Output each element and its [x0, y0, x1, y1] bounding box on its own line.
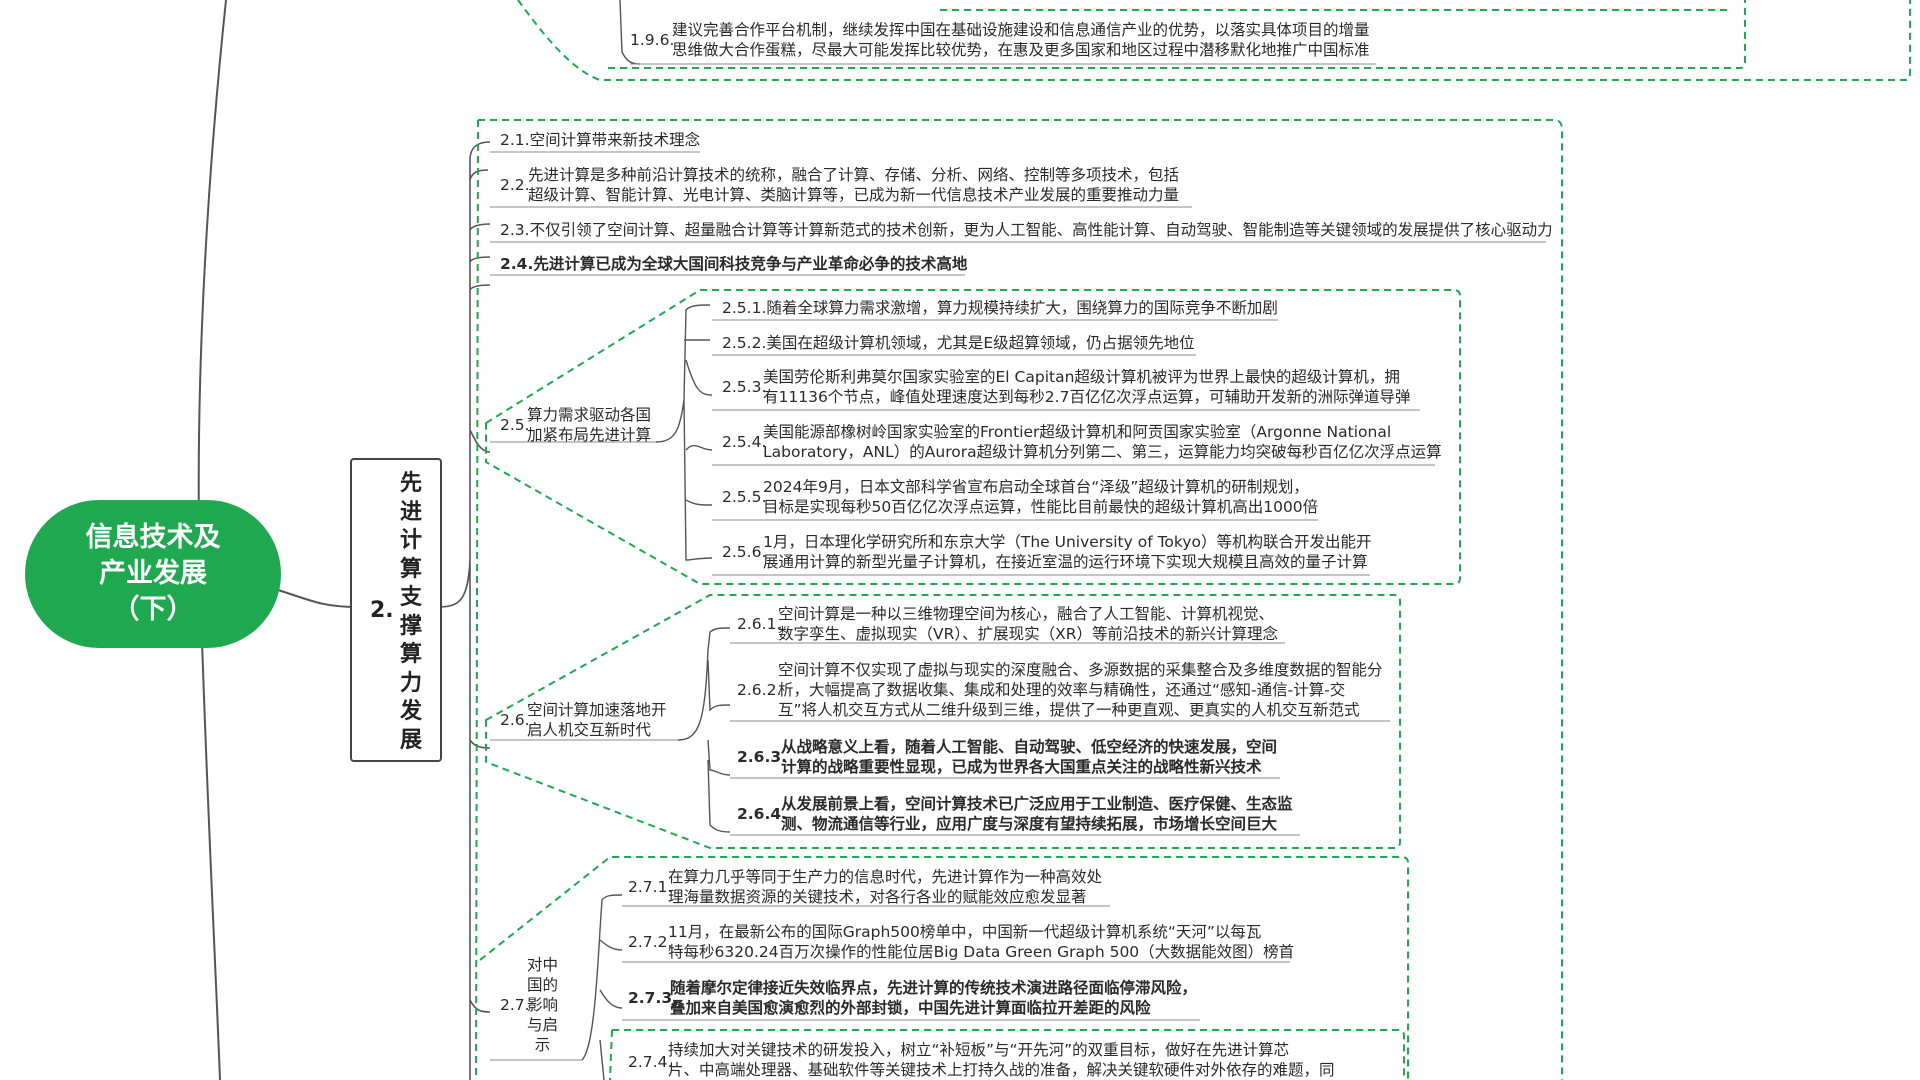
branch-fan: [437, 141, 491, 1080]
item-2-5-2[interactable]: 2.5.2.美国在超级计算机领域，尤其是E级超算领域，仍占据领先地位: [722, 333, 1195, 353]
item-2-7-2-number: 2.7.2.: [628, 933, 673, 951]
item-1-9-6-number: 1.9.6.: [630, 31, 675, 49]
dash-top-outer: [517, 0, 1911, 81]
item-2-5-number: 2.5.: [500, 416, 530, 434]
item-2-5-6-line-1: 1月，日本理化学研究所和东京大学（The University of Tokyo…: [763, 533, 1372, 551]
item-2-6-1-line-2: 数字孪生、虚拟现实（VR）、扩展现实（XR）等前沿技术的新兴计算理念: [778, 625, 1279, 643]
item-2-1-text: 空间计算带来新技术理念: [529, 131, 701, 149]
root-line-1: 信息技术及: [85, 522, 221, 553]
item-2-2-number: 2.2.: [500, 176, 530, 194]
item-2-6-2-number: 2.6.2.: [737, 681, 782, 699]
item-2-7-3-line-1: 随着摩尔定律接近失效临界点，先进计算的传统技术演进路径面临停滞风险，: [670, 979, 1198, 997]
item-2-5-1-text: 随着全球算力需求激增，算力规模持续扩大，围绕算力的国际竞争不断加剧: [766, 299, 1278, 317]
item-2-2-line-1: 先进计算是多种前沿计算技术的统称，融合了计算、存储、分析、网络、控制等多项技术，…: [528, 166, 1180, 184]
item-2-3[interactable]: 2.3.不仅引领了空间计算、超量融合计算等计算新范式的技术创新，更为人工智能、高…: [500, 220, 1553, 240]
item-2-7-number: 2.7.: [500, 996, 530, 1014]
item-2-7-line-1: 对中: [527, 956, 559, 974]
item-2-7-line-2: 国的: [527, 976, 559, 994]
item-2-6-line-1: 空间计算加速落地开: [527, 701, 667, 719]
item-2-7-line-5: 示: [534, 1036, 551, 1054]
item-2-5-5-line-1: 2024年9月，日本文部科学省宣布启动全球首台“泽级”超级计算机的研制规划，: [763, 478, 1309, 496]
item-2-6-2-line-3: 互”将人机交互方式从二维升级到三维，提供了一种更直观、更真实的人机交互新范式: [778, 701, 1360, 719]
item-2-5-3-line-2: 有11136个节点，峰值处理速度达到每秒2.7百亿亿次浮点运算，可辅助开发新的洲…: [763, 388, 1411, 406]
item-2-7-1-number: 2.7.1.: [628, 878, 673, 896]
item-2-5-4-line-2: Laboratory，ANL）的Aurora超级计算机分列第二、第三，运算能力均…: [763, 443, 1442, 461]
item-2-5-2-text: 美国在超级计算机领域，尤其是E级超算领域，仍占据领先地位: [766, 334, 1195, 352]
dash-branch-group: [475, 119, 1563, 1080]
item-2-7-4-line-2: 片、中高端处理器、基础软件等关键技术上打持久战的准备，解决关键软硬件对外依存的难…: [668, 1061, 1335, 1079]
item-2-5-3-line-1: 美国劳伦斯利弗莫尔国家实验室的El Capitan超级计算机被评为世界上最快的超…: [763, 368, 1400, 386]
item-2-1[interactable]: 2.1.空间计算带来新技术理念: [500, 130, 700, 150]
item-2-5-6-number: 2.5.6.: [722, 543, 767, 561]
dash-2-7-4-group: [609, 1029, 1405, 1080]
item-2-7-3-number: 2.7.3.: [628, 989, 679, 1007]
item-2-7-4-line-1: 持续加大对关键技术的研发投入，树立“补短板”与“开先河”的双重目标，做好在先进计…: [668, 1041, 1290, 1059]
dash-top-inner: [608, 0, 1746, 69]
item-2-6-2-line-2: 析，大幅提高了数据收集、集成和处理的效率与精确性，还通过“感知-通信-计算-交: [778, 681, 1346, 699]
item-2-6-3-line-1: 从战略意义上看，随着人工智能、自动驾驶、低空经济的快速发展，空间: [781, 738, 1278, 756]
item-2-6-3-number: 2.6.3.: [737, 748, 788, 766]
dash-2-7-group: [479, 856, 1409, 1080]
item-2-6-4-number: 2.6.4.: [737, 805, 788, 823]
item-2-6-1-line-1: 空间计算是一种以三维物理空间为核心，融合了人工智能、计算机视觉、: [778, 605, 1275, 623]
item-2-5-1-number: 2.5.1.: [722, 299, 767, 317]
item-2-5-1[interactable]: 2.5.1.随着全球算力需求激增，算力规模持续扩大，围绕算力的国际竞争不断加剧: [722, 298, 1278, 318]
item-2-7-1-line-2: 理海量数据资源的关键技术，对各行各业的赋能效应愈发显著: [668, 888, 1087, 906]
branch-2-title: 先进 计算 支撑 算力 发展: [399, 471, 422, 753]
root-line-3: （下）: [112, 594, 194, 625]
item-2-6-2-line-1: 空间计算不仅实现了虚拟与现实的深度融合、多源数据的采集整合及多维度数据的智能分: [778, 661, 1383, 679]
item-2-6-1-number: 2.6.1.: [737, 615, 782, 633]
item-2-7-1-line-1: 在算力几乎等同于生产力的信息时代，先进计算作为一种高效处: [668, 868, 1103, 886]
item-1-9-6-line-2: 思维做大合作蛋糕，尽最大可能发挥比较优势，在惠及更多国家和地区过程中潜移默化地推…: [672, 41, 1370, 59]
item-2-7-4-number: 2.7.4.: [628, 1053, 673, 1071]
root-to-branch: [277, 589, 353, 608]
item-2-5-3-number: 2.5.3.: [722, 378, 767, 396]
item-2-4-text: 先进计算已成为全球大国间科技竞争与产业革命必争的技术高地: [533, 255, 968, 273]
item-2-7-line-3: 影响: [527, 996, 559, 1014]
item-2-5-6-line-2: 展通用计算的新型光量子计算机，在接近室温的运行环境下实现大规模且高效的量子计算: [763, 553, 1368, 571]
branch-2-number: 2.: [370, 598, 394, 623]
item-2-5-5-line-2: 目标是实现每秒50百亿亿次浮点运算，性能比目前最快的超级计算机高出1000倍: [763, 498, 1319, 516]
item-2-4[interactable]: 2.4.先进计算已成为全球大国间科技竞争与产业革命必争的技术高地: [500, 254, 967, 274]
item-2-7-2-line-2: 特每秒6320.24百万次操作的性能位居Big Data Green Graph…: [668, 943, 1295, 961]
item-2-6-4-line-2: 测、物流通信等行业，应用广度与深度有望持续拓展，市场增长空间巨大: [781, 815, 1278, 833]
item-2-5-line-1: 算力需求驱动各国: [527, 406, 652, 424]
dash-2-6-group: [485, 594, 1401, 849]
item-2-6-4-line-1: 从发展前景上看，空间计算技术已广泛应用于工业制造、医疗保健、生态监: [781, 795, 1293, 813]
root-line-2: 产业发展: [99, 558, 207, 589]
item-2-4-number: 2.4.: [500, 255, 534, 273]
item-2-2-line-2: 超级计算、智能计算、光电计算、类脑计算等，已成为新一代信息技术产业发展的重要推动…: [528, 186, 1180, 204]
item-2-5-line-2: 加紧布局先进计算: [527, 426, 652, 444]
item-2-6-line-2: 启人机交互新时代: [527, 721, 652, 739]
branch-2-node[interactable]: 2. 先进 计算 支撑 算力 发展: [350, 458, 442, 762]
item-2-5-2-number: 2.5.2.: [722, 334, 767, 352]
item-2-7-3-line-2: 叠加来自美国愈演愈烈的外部封锁，中国先进计算面临拉开差距的风险: [670, 999, 1151, 1017]
item-2-6-3-line-2: 计算的战略重要性显现，已成为世界各大国重点关注的战略性新兴技术: [781, 758, 1262, 776]
item-2-6-number: 2.6.: [500, 711, 530, 729]
dash-2-5-group: [485, 289, 1461, 585]
item-2-5-5-number: 2.5.5.: [722, 488, 767, 506]
item-2-7-2-line-1: 11月，在最新公布的国际Graph500榜单中，中国新一代超级计算机系统“天河”…: [668, 923, 1262, 941]
item-2-3-text: 不仅引领了空间计算、超量融合计算等计算新范式的技术创新，更为人工智能、高性能计算…: [529, 221, 1553, 239]
item-2-1-number: 2.1.: [500, 131, 530, 149]
item-2-7-line-4: 与启: [527, 1016, 559, 1034]
item-2-5-4-number: 2.5.4.: [722, 433, 767, 451]
item-2-5-4-line-1: 美国能源部橡树岭国家实验室的Frontier超级计算机和阿贡国家实验室（Argo…: [763, 423, 1392, 441]
root-node[interactable]: 信息技术及 产业发展 （下）: [25, 500, 281, 648]
item-2-3-number: 2.3.: [500, 221, 530, 239]
item-1-9-6-line-1: 建议完善合作平台机制，继续发挥中国在基础设施建设和信息通信产业的优势，以落实具体…: [672, 21, 1370, 39]
